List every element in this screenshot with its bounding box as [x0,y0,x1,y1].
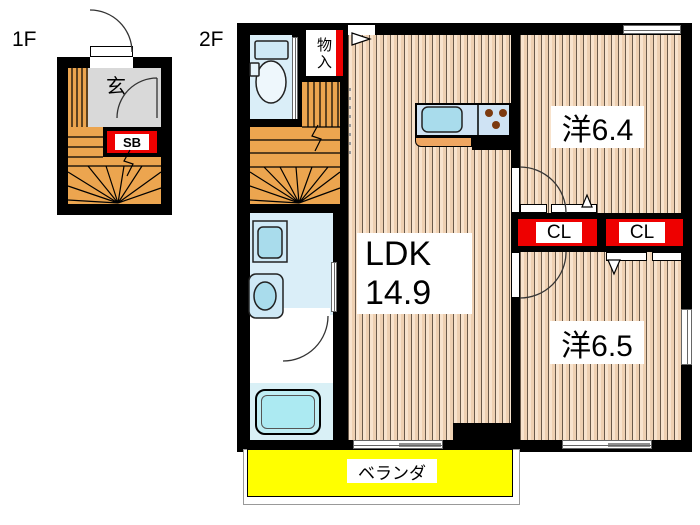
bathtub [255,389,321,435]
closet-right-label: CL [619,222,665,243]
right-window [681,309,692,365]
ldk-label: LDK 14.9 [357,233,472,314]
ldk-name: LDK [365,234,432,273]
closet-left-door-panel [520,204,547,213]
bathroom-floor [250,315,333,383]
western-room-bottom-door [511,252,520,298]
storage-box [306,30,336,76]
floor2-staircase-upper [302,82,340,204]
storage-label: 物入 [315,37,332,71]
kitchen-wall-stub [472,137,511,150]
western-room-bottom-label: 洋6.5 [550,321,644,364]
entrance-door-opening [90,57,133,68]
toilet-door [292,37,298,120]
entrance-door-panel [90,46,133,57]
genkan-label: 玄 [106,76,126,98]
center-wall-chunk [453,423,511,440]
window-sash [398,443,441,447]
ldk-entry-opening [348,25,375,35]
window-sash [607,443,650,447]
closet-right-door-panel [652,252,682,261]
closet-left-label: CL [536,222,582,243]
toilet-bottom-wall [250,119,302,127]
kitchen-counter-edge [415,137,472,147]
closet-left-door-panel [551,204,597,213]
bathtub-inner [261,395,315,429]
floor2-staircase-lower [250,127,302,204]
western-room-top-label: 洋6.4 [551,106,644,148]
ldk-balcony-window [353,440,443,449]
toilet-room [250,35,292,122]
top-window [623,25,681,34]
ldk-size: 14.9 [365,273,432,312]
washroom [250,213,333,315]
closet-right-door-panel [606,252,647,261]
western-room-top-door [511,167,520,213]
bottom-window [562,440,652,449]
veranda-label: ベランダ [347,459,437,483]
storage-red-stripe [336,30,343,76]
kitchen-counter [415,103,511,137]
floor2-label: 2F [199,28,224,51]
washroom-door [331,262,337,312]
floor1-label: 1F [12,28,37,51]
bathroom-door-opening [283,308,330,318]
shoe-box-label: SB [115,134,149,150]
